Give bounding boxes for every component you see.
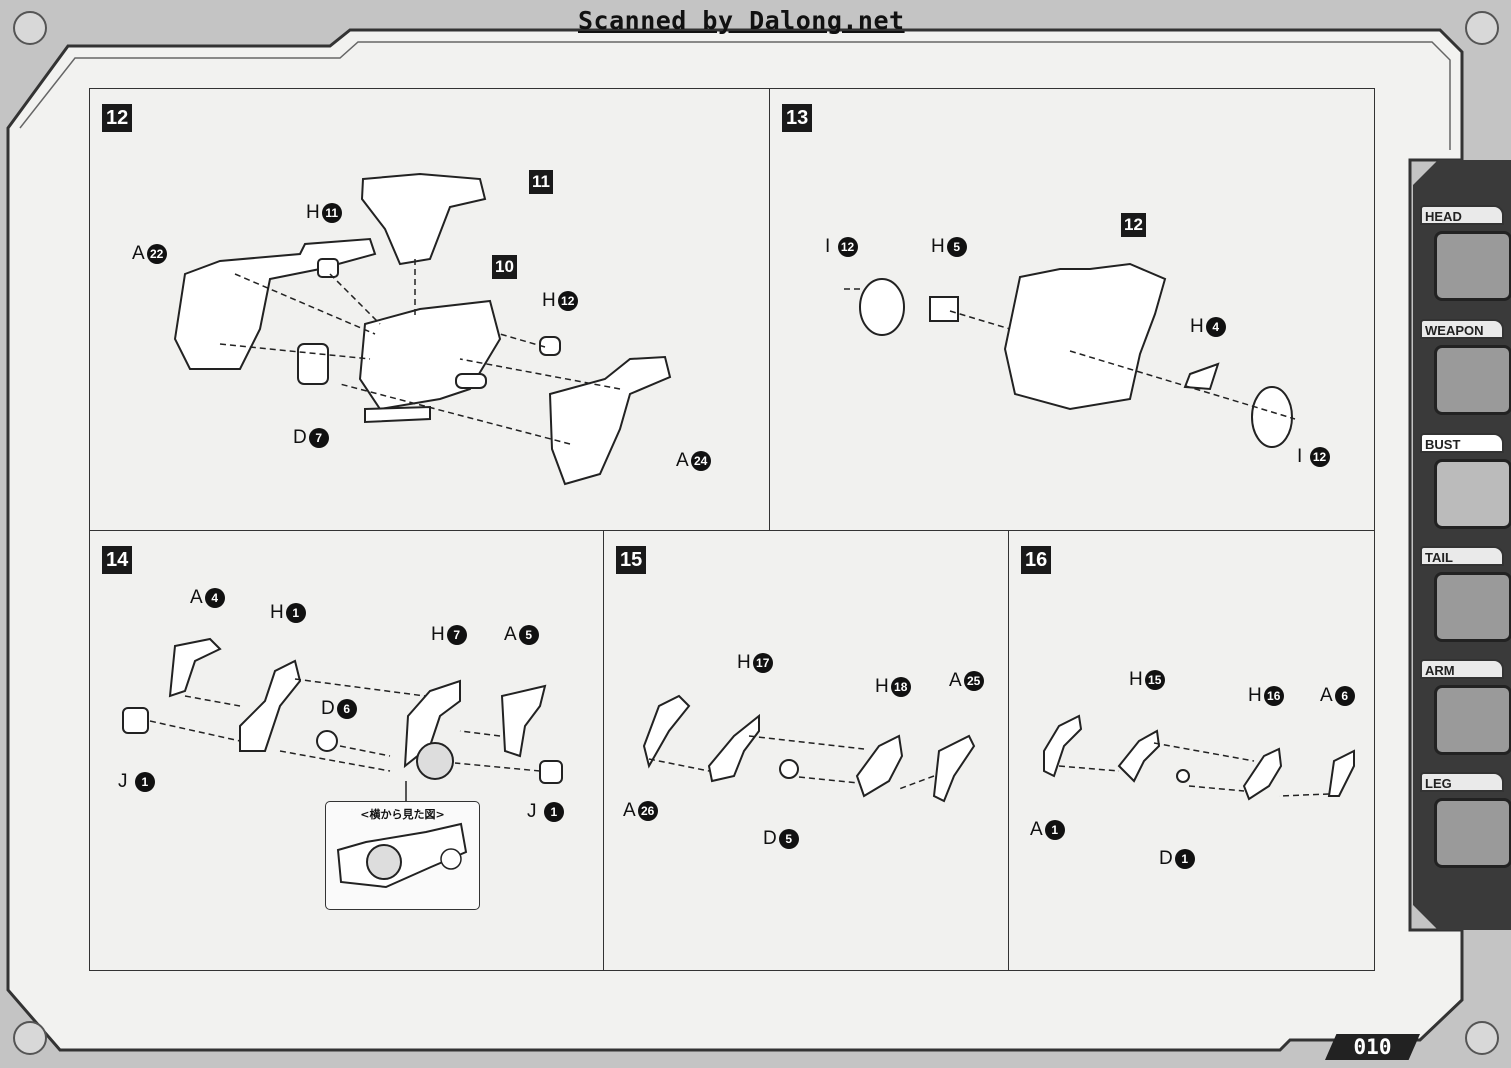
part-a1 (1043, 714, 1083, 778)
part-h5 (929, 296, 959, 322)
part-d7 (297, 343, 329, 385)
bust-part-icon (1434, 459, 1511, 529)
part-i12 (859, 278, 905, 336)
part-a5 (500, 684, 547, 758)
step-number: 12 (102, 104, 133, 132)
tab-head[interactable]: HEAD (1420, 205, 1511, 305)
tab-label: LEG (1420, 772, 1504, 792)
leg-part-icon (1434, 798, 1511, 868)
part-h4 (1183, 362, 1220, 391)
tab-weapon[interactable]: WEAPON (1420, 319, 1511, 419)
head-part-icon (1434, 231, 1511, 301)
subassembly-badge: 11 (529, 170, 553, 194)
part-a4 (168, 637, 222, 698)
part-d5 (779, 759, 799, 779)
part-a25 (932, 734, 976, 803)
part-label: I 12 (1297, 446, 1330, 468)
part-a24 (548, 355, 672, 486)
tab-tail[interactable]: TAIL (1420, 546, 1511, 646)
step-number: 14 (102, 546, 133, 574)
part-j1 (122, 707, 149, 734)
tab-bust[interactable]: BUST (1420, 433, 1511, 533)
step-15-diagram (642, 694, 976, 803)
part-h15 (1242, 747, 1283, 801)
part-11 (360, 172, 487, 266)
step-14-diagram (122, 637, 563, 816)
tail-part-icon (1434, 572, 1511, 642)
part-label: J 1 (527, 801, 564, 823)
subassembly-badge: 12 (1121, 213, 1146, 237)
section-tabs: HEAD WEAPON BUST TAIL ARM LEG (1413, 160, 1511, 930)
part-10 (358, 299, 502, 411)
weapon-part-icon (1434, 345, 1511, 415)
part-h18 (855, 734, 904, 798)
step-number: 13 (782, 104, 813, 132)
part-d1 (1176, 769, 1190, 783)
step-number: 15 (616, 546, 647, 574)
arm-part-icon (1434, 685, 1511, 755)
corner-gear-icon (1465, 11, 1499, 45)
part-h17 (707, 713, 760, 783)
tab-label: WEAPON (1420, 319, 1504, 339)
tab-label: HEAD (1420, 205, 1504, 225)
part-label: J 1 (118, 771, 155, 793)
part-a6 (1327, 749, 1355, 797)
side-view-diagram (336, 822, 468, 889)
part-h11 (317, 258, 339, 278)
part-h7 (403, 679, 461, 769)
side-view-inset: <横から見た図> (325, 801, 480, 910)
corner-gear-icon (1465, 1021, 1499, 1055)
part-a26 (642, 694, 691, 769)
subassembly-badge: 10 (492, 255, 517, 279)
tab-leg[interactable]: LEG (1420, 772, 1511, 872)
inset-caption: <横から見た図> (360, 808, 445, 821)
step-16-diagram (1043, 714, 1355, 801)
step-number: 16 (1021, 546, 1052, 574)
part-i12 (1251, 386, 1293, 448)
part-h1 (239, 659, 302, 752)
corner-gear-icon (13, 11, 47, 45)
tab-arm[interactable]: ARM (1420, 659, 1511, 759)
part-d6 (316, 730, 338, 752)
tab-label: BUST (1420, 433, 1504, 453)
step-13-diagram (840, 262, 1296, 448)
tab-label: ARM (1420, 659, 1504, 679)
step-12-diagram (173, 172, 672, 486)
corner-gear-icon (13, 1021, 47, 1055)
part-h16 (1117, 729, 1161, 783)
part-12-assembly (1003, 262, 1167, 411)
watermark: Scanned by Dalong.net (578, 6, 905, 35)
part-label: I 12 (825, 236, 858, 258)
tab-label: TAIL (1420, 546, 1504, 566)
page-number: 010 (1325, 1034, 1420, 1060)
part-j1 (539, 760, 563, 784)
